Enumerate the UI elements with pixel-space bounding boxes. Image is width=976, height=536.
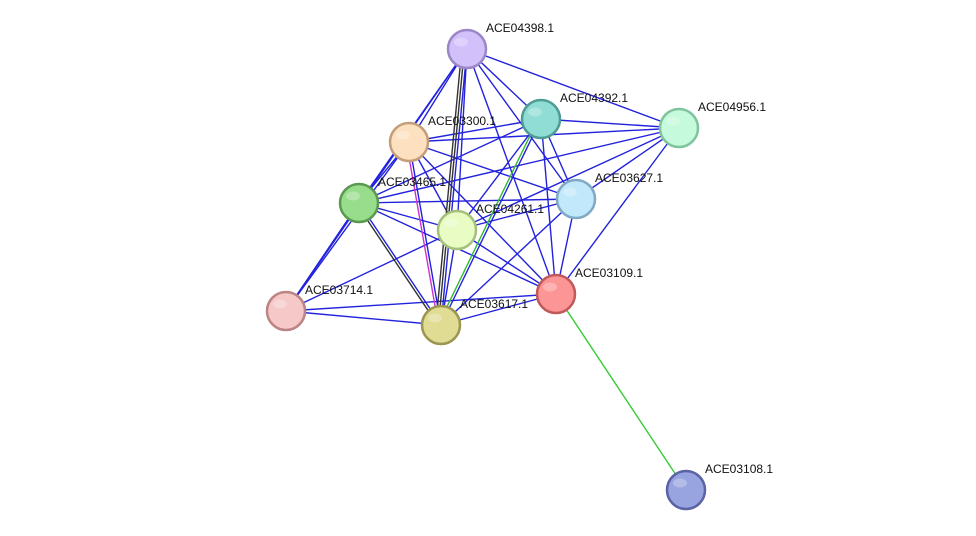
edge-ace04392-1-ace04956-1 xyxy=(540,118,680,129)
edge-ace03109-1-ace03714-1 xyxy=(285,293,557,312)
node-highlight xyxy=(454,37,468,47)
node-label: ACE03109.1 xyxy=(575,266,643,280)
node-label: ACE03108.1 xyxy=(705,462,773,476)
node-label: ACE04392.1 xyxy=(560,91,628,105)
edge-ace03617-1-ace03714-1 xyxy=(285,310,442,326)
edge-ace04956-1-ace03109-1 xyxy=(555,127,680,295)
edge-ace04392-1-ace03617-1 xyxy=(440,118,542,326)
node-circle[interactable] xyxy=(446,28,488,70)
node-highlight xyxy=(563,187,577,197)
edge-ace04398-1-ace03617-1-evidence-2 xyxy=(435,47,463,326)
node-highlight xyxy=(346,191,360,201)
node-ace04261-1[interactable]: ACE04261.1 xyxy=(436,202,544,251)
node-label: ACE03465.1 xyxy=(378,175,446,189)
node-ace03627-1[interactable]: ACE03627.1 xyxy=(555,171,663,220)
node-label: ACE04261.1 xyxy=(476,202,544,216)
edge-ace03465-1-ace03617-1 xyxy=(358,202,442,326)
edge-ace04956-1-ace03627-1 xyxy=(575,127,680,200)
edge-ace04398-1-ace04956-1 xyxy=(466,48,680,129)
edge-ace03109-1-ace03108-1-evidence-1 xyxy=(555,293,687,491)
node-highlight xyxy=(528,107,542,117)
edge-ace04392-1-ace03300-1 xyxy=(408,118,542,143)
edge-ace04261-1-ace03714-1 xyxy=(285,229,458,312)
nodes-layer: ACE04398.1ACE04392.1ACE04956.1ACE03300.1… xyxy=(265,21,773,511)
node-label: ACE04956.1 xyxy=(698,100,766,114)
edge-ace04398-1-ace03617-1-evidence-1 xyxy=(437,48,466,326)
edge-ace03300-1-ace03617-1-evidence-1 xyxy=(405,141,440,327)
node-ace03109-1[interactable]: ACE03109.1 xyxy=(535,266,643,315)
node-highlight xyxy=(543,282,557,292)
node-circle[interactable] xyxy=(338,182,380,224)
node-ace03714-1[interactable]: ACE03714.1 xyxy=(265,283,373,332)
edge-ace04398-1-ace03617-1 xyxy=(440,48,468,326)
node-circle[interactable] xyxy=(388,121,430,163)
node-ace04398-1[interactable]: ACE04398.1 xyxy=(446,21,554,70)
edge-ace03300-1-ace03627-1 xyxy=(408,141,577,200)
node-circle[interactable] xyxy=(420,304,462,346)
node-circle[interactable] xyxy=(436,209,478,251)
node-label: ACE03627.1 xyxy=(595,171,663,185)
node-ace04956-1[interactable]: ACE04956.1 xyxy=(658,100,766,149)
edge-ace04398-1-ace03109-1 xyxy=(466,48,557,295)
node-circle[interactable] xyxy=(665,469,707,511)
node-highlight xyxy=(396,130,410,140)
node-label: ACE04398.1 xyxy=(486,21,554,35)
node-ace03108-1[interactable]: ACE03108.1 xyxy=(665,462,773,511)
edge-ace03465-1-ace03627-1 xyxy=(358,198,577,204)
node-ace04392-1[interactable]: ACE04392.1 xyxy=(520,91,628,140)
edge-ace03300-1-ace03714-1 xyxy=(285,141,410,312)
edge-ace03627-1-ace04261-1 xyxy=(456,198,577,231)
node-label: ACE03714.1 xyxy=(305,283,373,297)
node-ace03617-1[interactable]: ACE03617.1 xyxy=(420,297,528,346)
node-circle[interactable] xyxy=(520,98,562,140)
node-circle[interactable] xyxy=(535,273,577,315)
node-ace03465-1[interactable]: ACE03465.1 xyxy=(338,175,446,224)
node-highlight xyxy=(273,299,287,309)
edge-ace03465-1-ace03714-1 xyxy=(285,202,360,312)
edge-ace04956-1-ace04261-1 xyxy=(456,127,680,231)
edge-ace04392-1-ace03465-1 xyxy=(358,118,542,204)
edge-ace04392-1-ace03617-1-evidence-1 xyxy=(437,117,540,325)
edge-ace04392-1-ace04261-1 xyxy=(456,118,542,231)
node-highlight xyxy=(666,116,680,126)
node-label: ACE03617.1 xyxy=(460,297,528,311)
node-highlight xyxy=(428,313,442,323)
node-highlight xyxy=(444,218,458,228)
edge-ace03465-1-ace03617-1-evidence-1 xyxy=(356,203,440,328)
node-circle[interactable] xyxy=(265,290,307,332)
edge-ace04956-1-ace03465-1 xyxy=(358,127,680,204)
node-circle[interactable] xyxy=(555,178,597,220)
node-circle[interactable] xyxy=(658,107,700,149)
node-label: ACE03300.1 xyxy=(428,114,496,128)
edge-ace03300-1-ace03109-1 xyxy=(408,141,557,295)
node-highlight xyxy=(673,478,687,488)
edge-ace03627-1-ace03617-1 xyxy=(440,198,577,326)
node-ace03300-1[interactable]: ACE03300.1 xyxy=(388,114,496,163)
